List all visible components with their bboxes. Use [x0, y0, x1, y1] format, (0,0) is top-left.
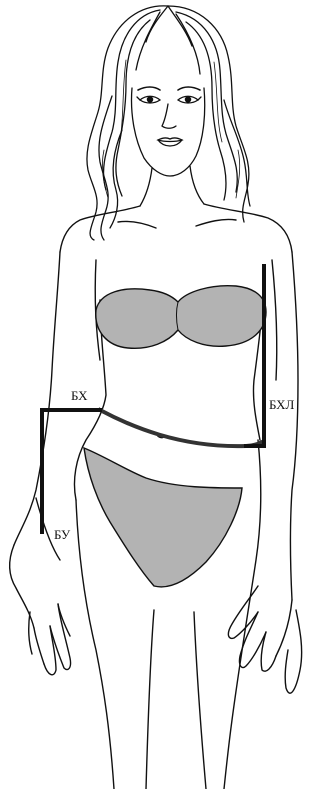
face	[132, 87, 205, 206]
waist-band-line	[100, 410, 262, 446]
thigh-label: БУ	[53, 528, 71, 542]
hair	[87, 6, 250, 240]
bikini-top	[96, 286, 266, 349]
bikini-bottom	[84, 448, 242, 587]
waist-hip-label: БХЛ	[268, 398, 295, 412]
hip-label: БХ	[70, 389, 89, 403]
hair-shading	[102, 60, 239, 198]
